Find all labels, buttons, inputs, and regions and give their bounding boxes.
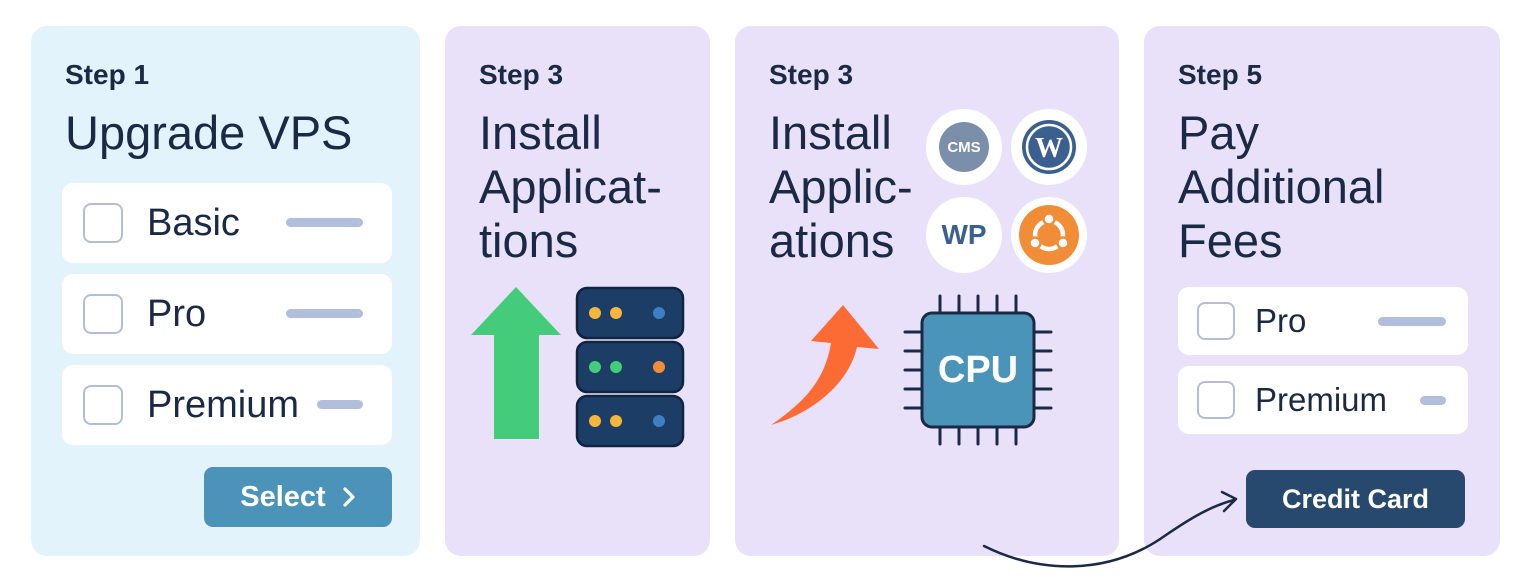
cpu-chip-icon: CPU <box>903 294 1053 446</box>
wp-app-badge[interactable]: WP <box>926 197 1002 273</box>
cms-app-badge[interactable]: CMS <box>926 109 1002 185</box>
premium-checkbox[interactable] <box>83 385 123 425</box>
basic-placeholder-bar <box>286 218 363 227</box>
step-3a-label: Step 3 <box>479 59 564 90</box>
select-button[interactable]: Select <box>204 467 392 527</box>
step-1-card: Step 1 Upgrade VPS Basic Pro Premium Sel… <box>31 26 420 556</box>
fee-pro-checkbox[interactable] <box>1197 302 1235 340</box>
credit-card-button[interactable]: Credit Card <box>1246 470 1465 528</box>
fee-option-pro[interactable]: Pro <box>1178 287 1468 355</box>
wordpress-icon: W <box>1020 118 1078 176</box>
fee-premium-checkbox[interactable] <box>1197 381 1235 419</box>
fee-pro-label: Pro <box>1255 302 1307 339</box>
step-1-label: Step 1 <box>65 59 150 90</box>
chevron-right-icon <box>342 486 356 508</box>
step-5-card: Step 5 Pay Additional Fees Pro Premium C… <box>1144 26 1500 556</box>
step-3a-title: Install Applicat- tions <box>479 106 662 267</box>
fee-option-premium[interactable]: Premium <box>1178 366 1468 434</box>
basic-label: Basic <box>147 202 240 244</box>
fee-pro-placeholder-bar <box>1378 317 1446 326</box>
step-5-title: Pay Additional Fees <box>1178 106 1385 267</box>
svg-text:W: W <box>1035 133 1063 164</box>
pro-checkbox[interactable] <box>83 294 123 334</box>
select-button-label: Select <box>240 480 326 513</box>
premium-label: Premium <box>147 384 300 426</box>
step-3-card-b: Step 3 Install Applic- ations CMS W WP <box>735 26 1119 556</box>
fee-premium-label: Premium <box>1255 381 1388 418</box>
step-5-label: Step 5 <box>1178 59 1263 90</box>
pro-placeholder-bar <box>286 309 363 318</box>
plan-option-basic[interactable]: Basic <box>62 183 392 263</box>
step-3-card-a: Step 3 Install Applicat- tions <box>445 26 710 556</box>
wordpress-app-badge[interactable]: W <box>1011 109 1087 185</box>
plan-option-premium[interactable]: Premium <box>62 365 392 445</box>
step-3b-title: Install Applic- ations <box>769 106 913 267</box>
curved-arrow-icon <box>769 303 881 427</box>
credit-card-label: Credit Card <box>1281 483 1430 514</box>
wp-icon: WP <box>941 219 987 250</box>
basic-checkbox[interactable] <box>83 203 123 243</box>
plan-option-pro[interactable]: Pro <box>62 274 392 354</box>
ubuntu-app-badge[interactable] <box>1011 197 1087 273</box>
step-1-title: Upgrade VPS <box>65 106 353 159</box>
premium-placeholder-bar <box>317 400 363 409</box>
fee-premium-placeholder-bar <box>1420 396 1446 405</box>
step-3b-label: Step 3 <box>769 59 854 90</box>
ubuntu-icon <box>1018 204 1080 266</box>
cms-icon-label: CMS <box>947 138 981 156</box>
pro-label: Pro <box>147 293 207 335</box>
cms-icon: CMS <box>939 122 989 172</box>
arrow-up-icon <box>469 285 563 441</box>
server-stack-icon <box>575 286 685 448</box>
cpu-label: CPU <box>937 348 1019 391</box>
